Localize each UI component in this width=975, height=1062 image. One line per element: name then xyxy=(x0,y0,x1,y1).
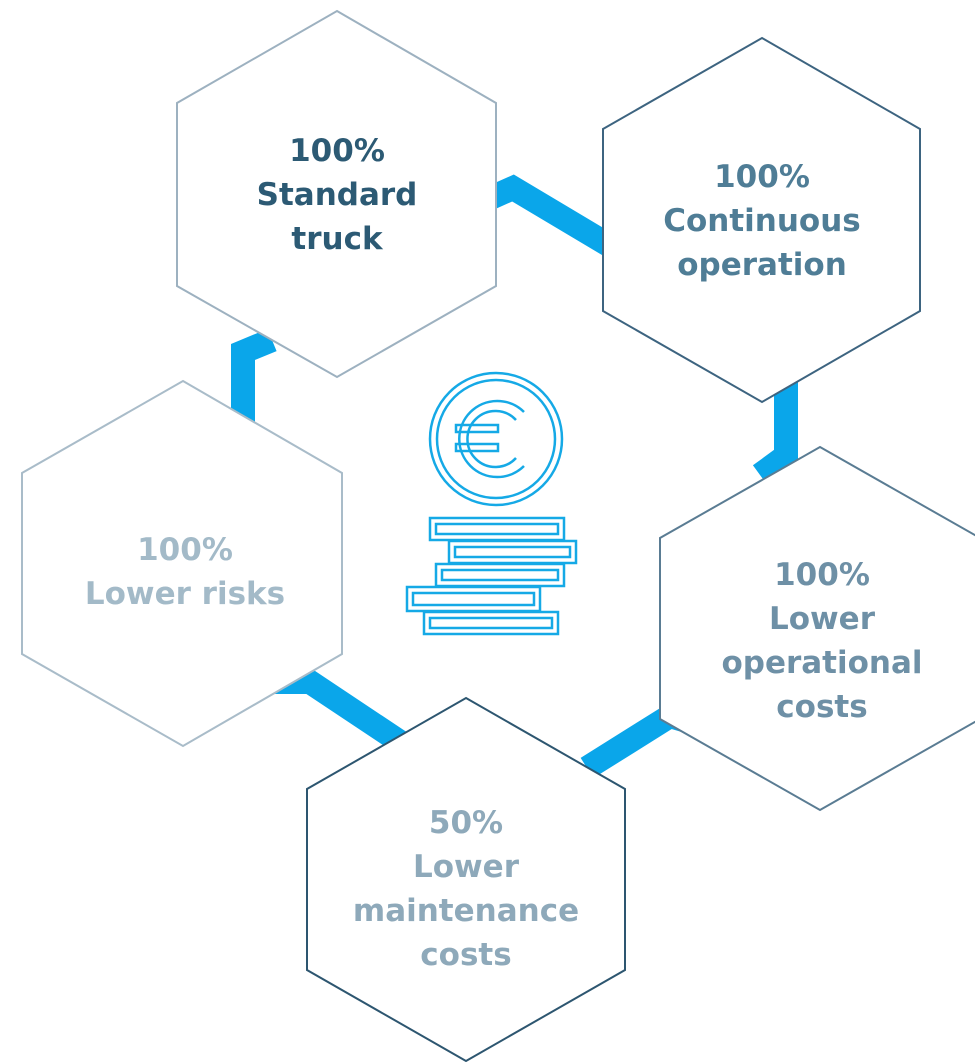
hexagon-label-line: operational xyxy=(721,645,922,681)
hexagon-lower-operational-costs: 100% Lower operational costs xyxy=(659,445,975,812)
hexagon-shape xyxy=(602,36,921,404)
hexagon-standard-truck: 100% Standard truck xyxy=(176,9,497,379)
euro-coin-stack-icon xyxy=(405,371,578,636)
hexagon-label-line: maintenance xyxy=(353,893,579,929)
hexagon-label: 100% Standard truck xyxy=(257,133,418,257)
hexagon-label: 100% Lower risks xyxy=(85,532,285,612)
hexagon-shape xyxy=(21,379,343,748)
hexagon-continuous-operation: 100% Continuous operation xyxy=(602,36,921,404)
hexagon-label-line: 100% xyxy=(289,133,385,169)
hexagon-label: 100% Lower operational costs xyxy=(721,557,922,725)
hexagon-label-line: Continuous xyxy=(663,203,861,239)
hexagon-shape xyxy=(176,9,497,379)
connector-maintenance-risks xyxy=(262,670,407,752)
hexagon-label-line: 50% xyxy=(429,805,503,841)
hexagon-shape xyxy=(306,696,626,1062)
hexagon-label: 50% Lower maintenance costs xyxy=(353,805,579,973)
hexagon-label-line: operation xyxy=(677,247,847,283)
hexagon-label-line: Standard xyxy=(257,177,418,213)
hexagon-label-line: 100% xyxy=(137,532,233,568)
hexagon-label-line: 100% xyxy=(774,557,870,593)
connector-standard-continuous xyxy=(481,174,619,258)
hexagon-shape xyxy=(659,445,975,812)
hexagon-label-line: Lower xyxy=(413,849,520,885)
hexagon-label-line: costs xyxy=(420,937,511,973)
hexagon-label-line: Lower xyxy=(769,601,876,637)
hexagon-lower-maintenance-costs: 50% Lower maintenance costs xyxy=(306,696,626,1062)
hexagon-label-line: 100% xyxy=(714,159,810,195)
hexagon-label-line: costs xyxy=(776,689,867,725)
hexagon-label-line: truck xyxy=(291,221,384,257)
hexagon-label-line: Lower risks xyxy=(85,576,285,612)
hexagon-lower-risks: 100% Lower risks xyxy=(21,379,343,748)
hexagon-label: 100% Continuous operation xyxy=(663,159,861,283)
connector-risks-standard xyxy=(231,328,277,430)
connector-continuous-operational xyxy=(752,380,798,485)
